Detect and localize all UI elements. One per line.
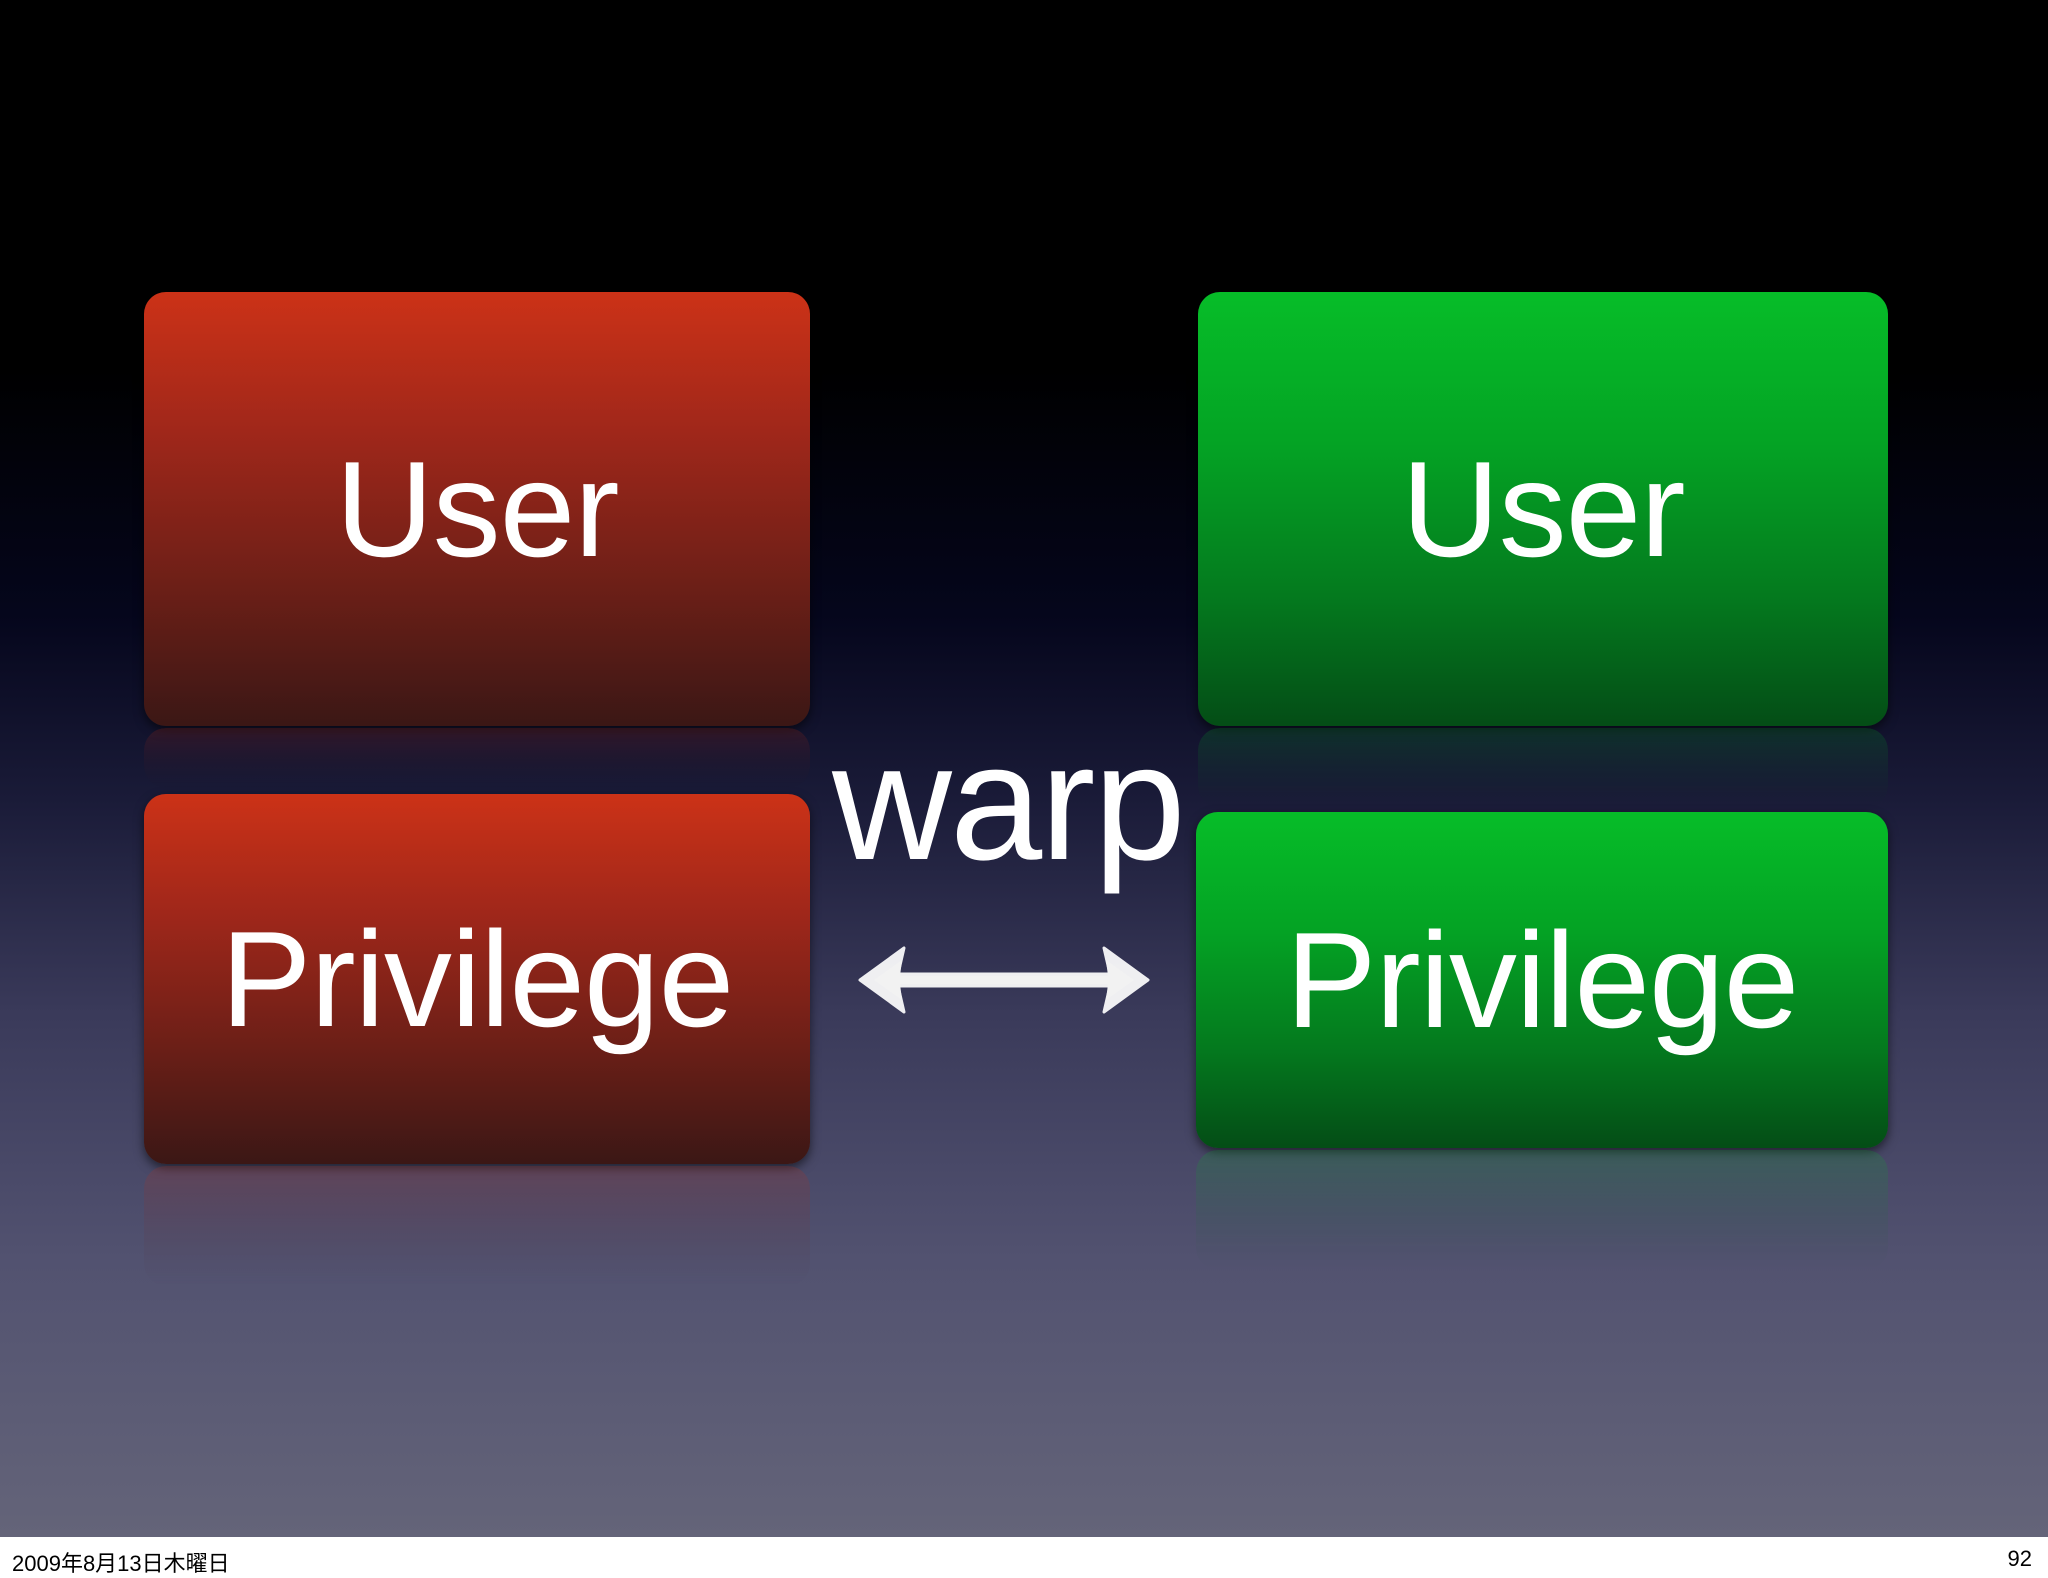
footer-date: 2009年8月13日木曜日 — [12, 1551, 230, 1576]
left-privilege-reflection — [144, 1166, 810, 1286]
right-user-label: User — [1401, 433, 1685, 585]
left-privilege-box: Privilege — [144, 794, 810, 1164]
double-headed-arrow-icon — [858, 946, 1150, 1014]
slide: User Privilege User Privilege warp — [0, 0, 2048, 1537]
page-number: 92 — [2007, 1546, 2032, 1571]
left-user-label: User — [335, 433, 619, 585]
footer: 2009年8月13日木曜日 92 — [0, 1537, 2048, 1576]
warp-label: warp — [832, 710, 1186, 895]
right-privilege-reflection — [1196, 1150, 1888, 1270]
left-user-reflection — [144, 728, 810, 788]
right-user-box: User — [1198, 292, 1888, 726]
right-user-reflection — [1198, 728, 1888, 808]
right-privilege-label: Privilege — [1285, 904, 1800, 1056]
left-user-box: User — [144, 292, 810, 726]
left-privilege-label: Privilege — [220, 903, 735, 1055]
right-privilege-box: Privilege — [1196, 812, 1888, 1148]
